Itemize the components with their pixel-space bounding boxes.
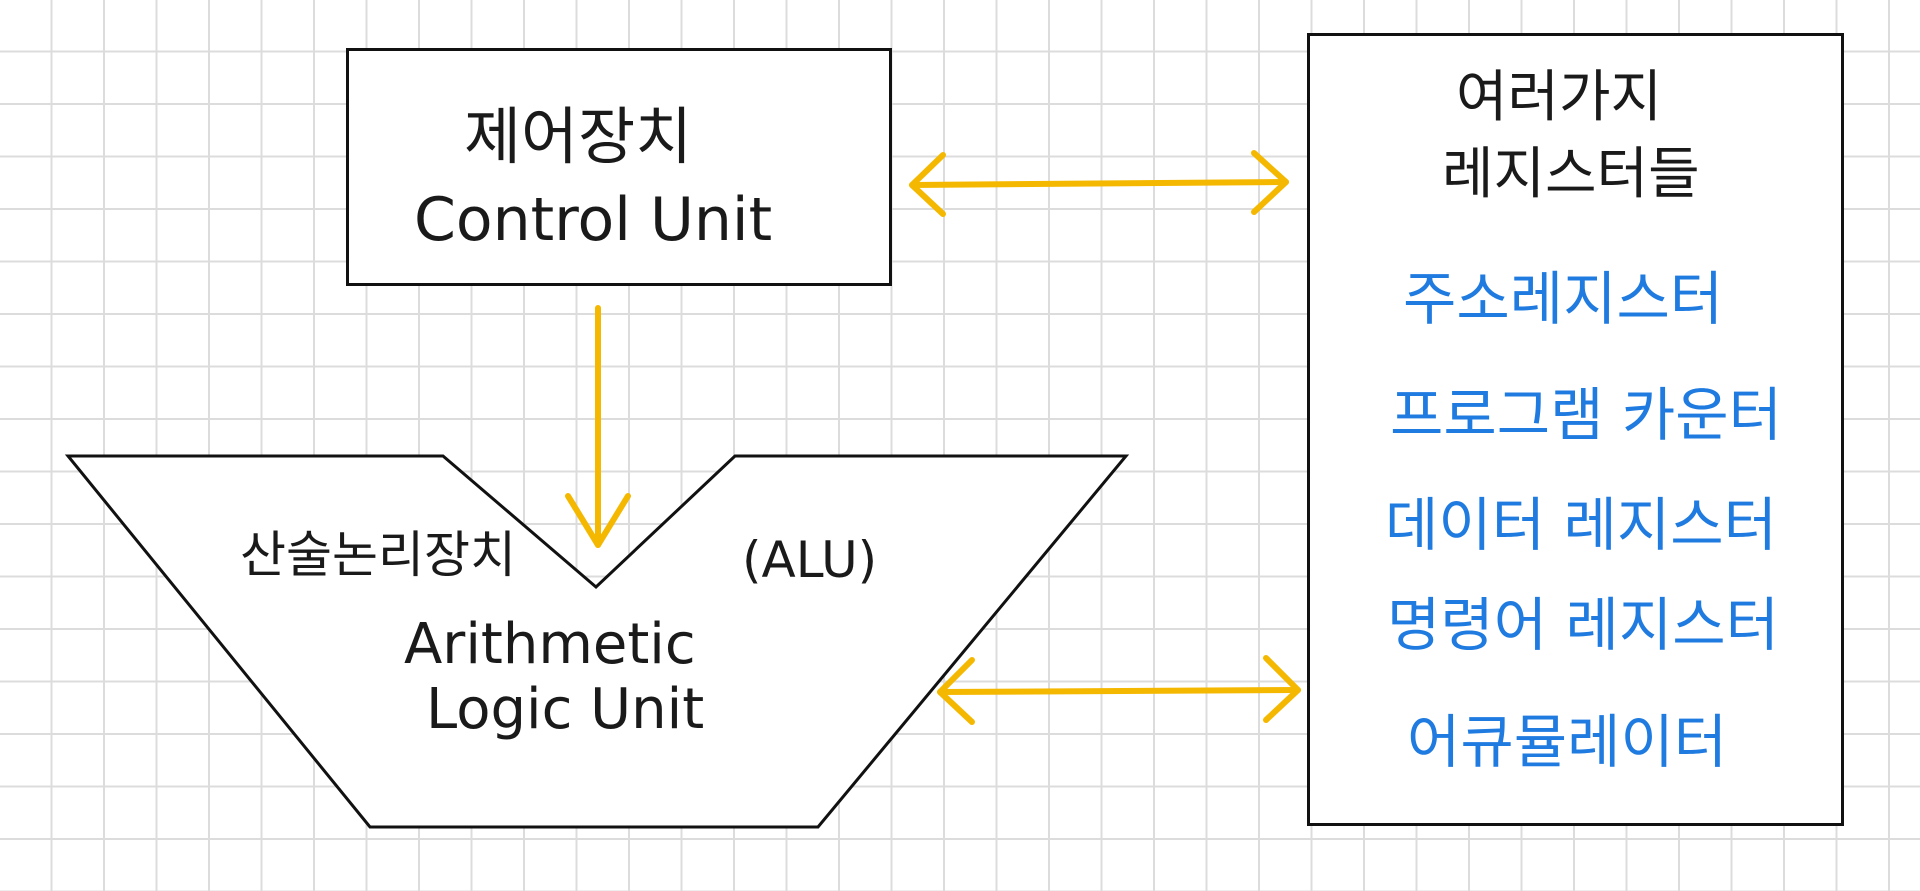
arrow-control-alu [565,305,631,548]
alu-title-en-line2: Logic Unit [426,677,705,742]
arrow-alu-registers [937,655,1301,725]
register-item-accumulator: 어큐뮬레이터 [1407,708,1728,776]
arrow-control-registers [909,150,1289,217]
alu-abbr: (ALU) [742,531,878,589]
registers-title-line1: 여러가지 [1456,65,1663,130]
register-item-program-counter: 프로그램 카운터 [1390,381,1782,449]
alu-shape [64,454,1130,829]
register-item-address: 주소레지스터 [1403,265,1724,333]
control-unit-title-en: Control Unit [414,185,773,255]
control-unit-box [346,48,892,286]
alu-title-en-line1: Arithmetic [404,612,696,677]
alu-title-ko: 산술논리장치 [240,526,516,584]
control-unit-title-ko: 제어장치 [464,100,693,173]
registers-title-line2: 레지스터들 [1442,142,1700,207]
registers-box [1307,33,1844,826]
register-item-instruction: 명령어 레지스터 [1387,591,1779,659]
register-item-data: 데이터 레지스터 [1385,491,1777,559]
